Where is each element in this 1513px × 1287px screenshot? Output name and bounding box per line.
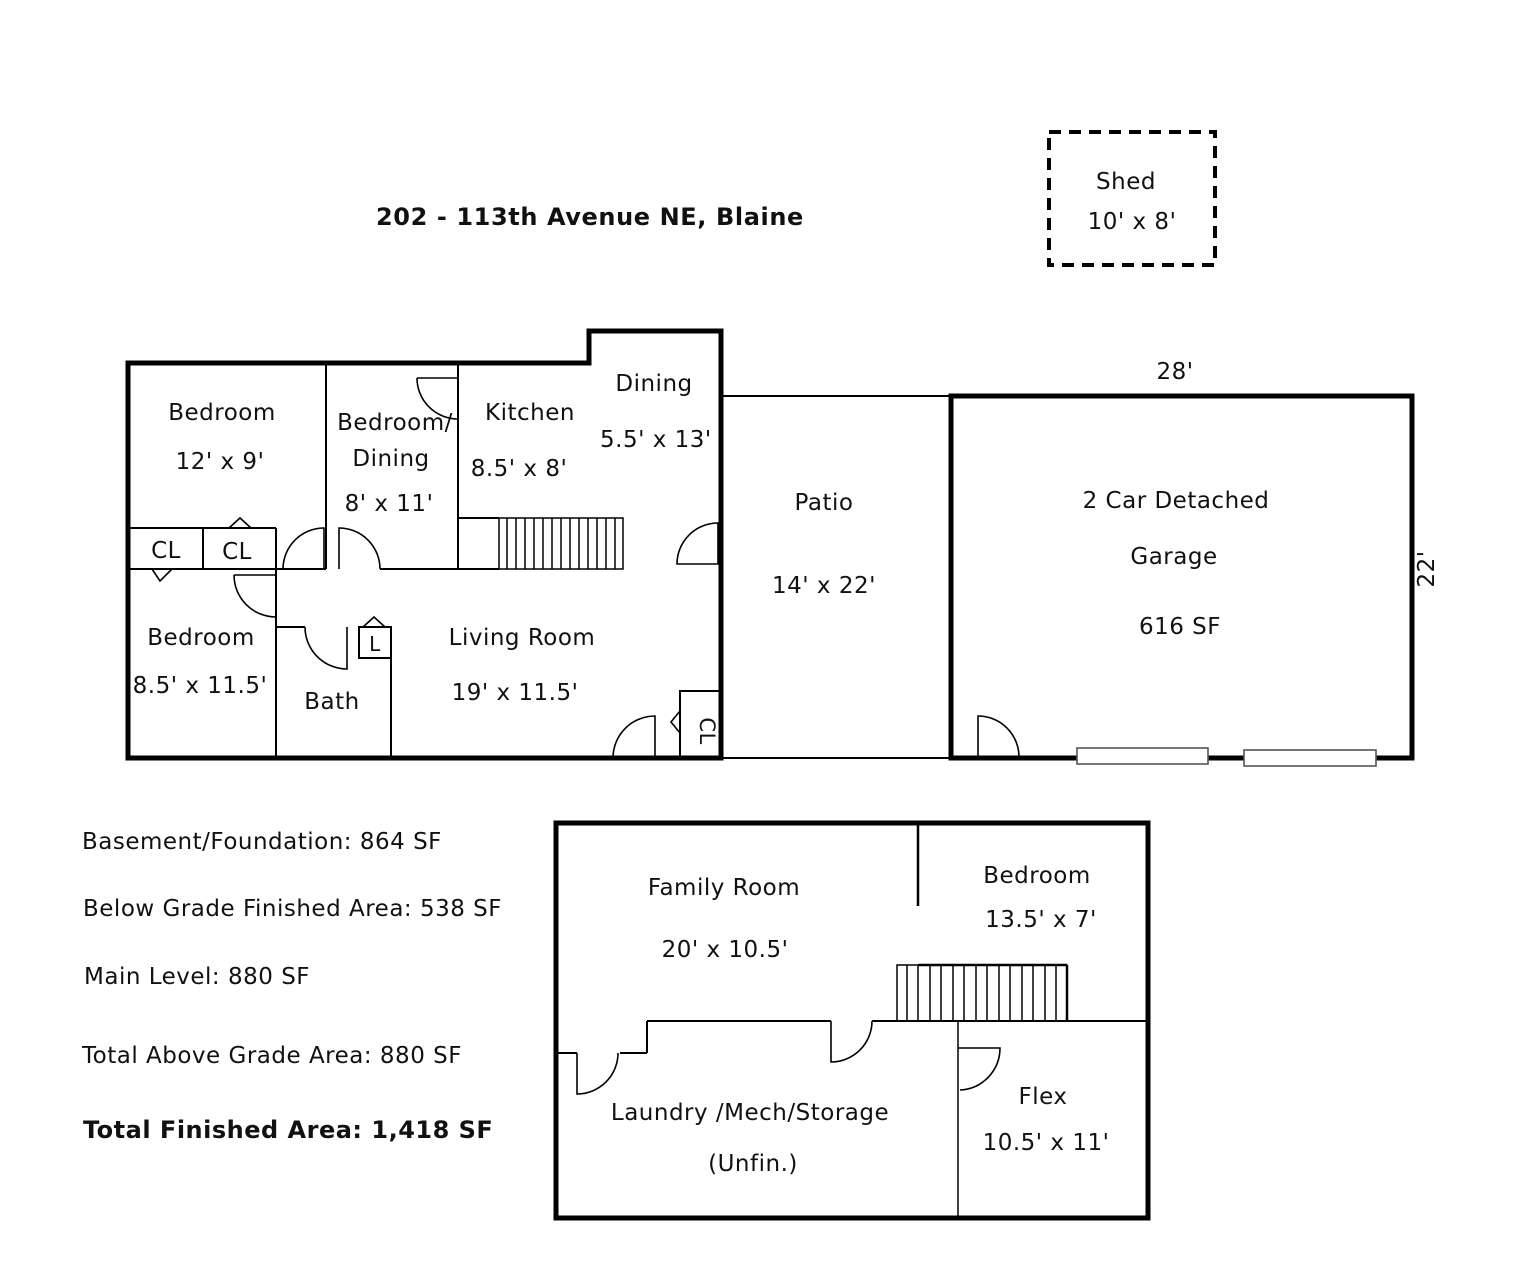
lower-bedroom-dims: 13.5' x 7': [985, 907, 1097, 933]
garage-width: 28': [1156, 359, 1193, 385]
shed: Shed 10' x 8': [1047, 130, 1217, 267]
linen-label: L: [369, 632, 381, 656]
dining-dims: 5.5' x 13': [600, 427, 712, 453]
bedroom-nw-label: Bedroom: [168, 400, 276, 426]
closet-1-label: CL: [151, 538, 181, 564]
lower-bedroom-label: Bedroom: [983, 863, 1091, 889]
basement-area: Basement/Foundation: 864 SF: [82, 829, 442, 855]
garage-label-2: Garage: [1130, 544, 1217, 570]
bedroom-sw-dims: 8.5' x 11.5': [133, 673, 268, 699]
bedroom-dining-label-2: Dining: [352, 446, 429, 472]
flex-label: Flex: [1019, 1084, 1068, 1110]
shed-label: Shed: [1096, 169, 1156, 195]
living-room-dims: 19' x 11.5': [452, 680, 579, 706]
area-summary: Basement/Foundation: 864 SF Below Grade …: [81, 829, 502, 1144]
closet-2-label: CL: [222, 539, 252, 565]
main-level-area: Main Level: 880 SF: [84, 964, 310, 990]
bedroom-dining-label: Bedroom/: [337, 410, 453, 436]
family-room-dims: 20' x 10.5': [662, 937, 789, 963]
living-room-label: Living Room: [449, 625, 596, 651]
bath-label: Bath: [304, 689, 359, 715]
below-grade-area: Below Grade Finished Area: 538 SF: [83, 896, 502, 922]
garage-label: 2 Car Detached: [1083, 488, 1270, 514]
family-room-label: Family Room: [648, 875, 800, 901]
bedroom-dining-dims: 8' x 11': [345, 491, 434, 517]
bedroom-nw-dims: 12' x 9': [176, 449, 265, 475]
bedroom-sw-label: Bedroom: [147, 625, 255, 651]
patio: Patio 14' x 22': [721, 490, 950, 759]
laundry-label: Laundry /Mech/Storage: [611, 1100, 889, 1126]
flex-dims: 10.5' x 11': [983, 1130, 1110, 1156]
kitchen-dims: 8.5' x 8': [471, 456, 568, 482]
patio-dims: 14' x 22': [772, 573, 876, 599]
lower-doors: [576, 1020, 1001, 1095]
laundry-note: (Unfin.): [708, 1151, 798, 1177]
total-finished-area: Total Finished Area: 1,418 SF: [83, 1116, 493, 1144]
garage: 2 Car Detached Garage 616 SF 28' 22': [948, 359, 1440, 767]
shed-dims: 10' x 8': [1088, 209, 1177, 235]
kitchen-label: Kitchen: [485, 400, 575, 426]
garage-service-door: [977, 715, 1020, 758]
main-level: Bedroom 12' x 9' Bedroom/ Dining 8' x 11…: [125, 328, 950, 761]
above-grade-area: Total Above Grade Area: 880 SF: [81, 1043, 462, 1069]
garage-area: 616 SF: [1139, 614, 1221, 640]
lower-stairs: [896, 963, 1069, 1022]
page-title: 202 - 113th Avenue NE, Blaine: [376, 203, 804, 231]
garage-outline: [948, 393, 1415, 761]
main-doors: [151, 377, 719, 759]
closet-3-label: CL: [695, 717, 719, 744]
main-stairs: [498, 517, 624, 570]
garage-door-left: [1076, 747, 1209, 765]
garage-depth: 22': [1414, 550, 1440, 587]
main-level-outline: [125, 328, 724, 761]
dining-label: Dining: [615, 371, 692, 397]
garage-door-right: [1243, 749, 1377, 767]
shed-outline: [1047, 130, 1217, 267]
patio-label: Patio: [795, 490, 854, 516]
lower-level: Family Room 20' x 10.5' Bedroom 13.5' x …: [553, 820, 1151, 1221]
